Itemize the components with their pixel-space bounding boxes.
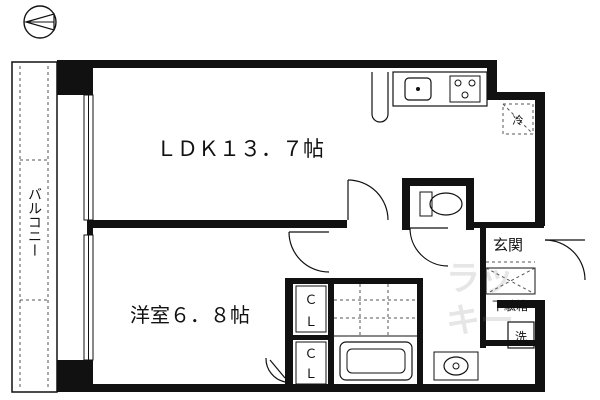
windows: [83, 94, 94, 361]
shoe-box: [485, 267, 536, 295]
washer-space: 洗: [507, 321, 535, 349]
outer-walls: [57, 60, 545, 392]
washbasin-icon: [433, 351, 479, 381]
closet-bottom-line2: Ｌ: [304, 367, 317, 382]
door-western-room[interactable]: [288, 231, 330, 273]
bathroom: [334, 284, 417, 337]
shoe-box-label: 下駄箱: [492, 298, 528, 313]
closet-bottom: Ｃ Ｌ: [295, 341, 327, 385]
closet-top-line1: Ｃ: [304, 293, 317, 308]
bathtub-icon: [339, 341, 413, 381]
entrance-label: 玄関: [493, 236, 523, 254]
balcony-label: バルコニー: [26, 187, 42, 257]
door-ldk[interactable]: [347, 179, 389, 221]
western-room-label: 洋室６．８帖: [130, 303, 250, 327]
closet-bottom-line1: Ｃ: [304, 347, 317, 362]
kitchen-counter: [392, 71, 488, 107]
svg-text:ラッ: ラッ: [446, 259, 514, 299]
closet-top-line2: Ｌ: [304, 315, 317, 330]
svg-text:キー: キー: [446, 301, 514, 341]
fridge-space: 冷: [502, 103, 534, 135]
closet-top: Ｃ Ｌ: [295, 285, 327, 333]
door-toilet[interactable]: [409, 227, 449, 267]
washer-label: 洗: [515, 330, 527, 344]
door-entrance[interactable]: [544, 239, 586, 281]
kitchen-peninsula: [371, 72, 389, 123]
ldk-label: ＬＤＫ１３．７帖: [156, 137, 324, 161]
door-bath[interactable]: [265, 357, 286, 383]
watermark-logo: ラッ キー: [446, 259, 514, 341]
north-arrow-icon: [23, 5, 57, 39]
toilet-icon: [419, 191, 463, 217]
stove-icon: [449, 75, 481, 103]
fridge-label: 冷: [513, 114, 524, 127]
balcony: [11, 61, 58, 393]
